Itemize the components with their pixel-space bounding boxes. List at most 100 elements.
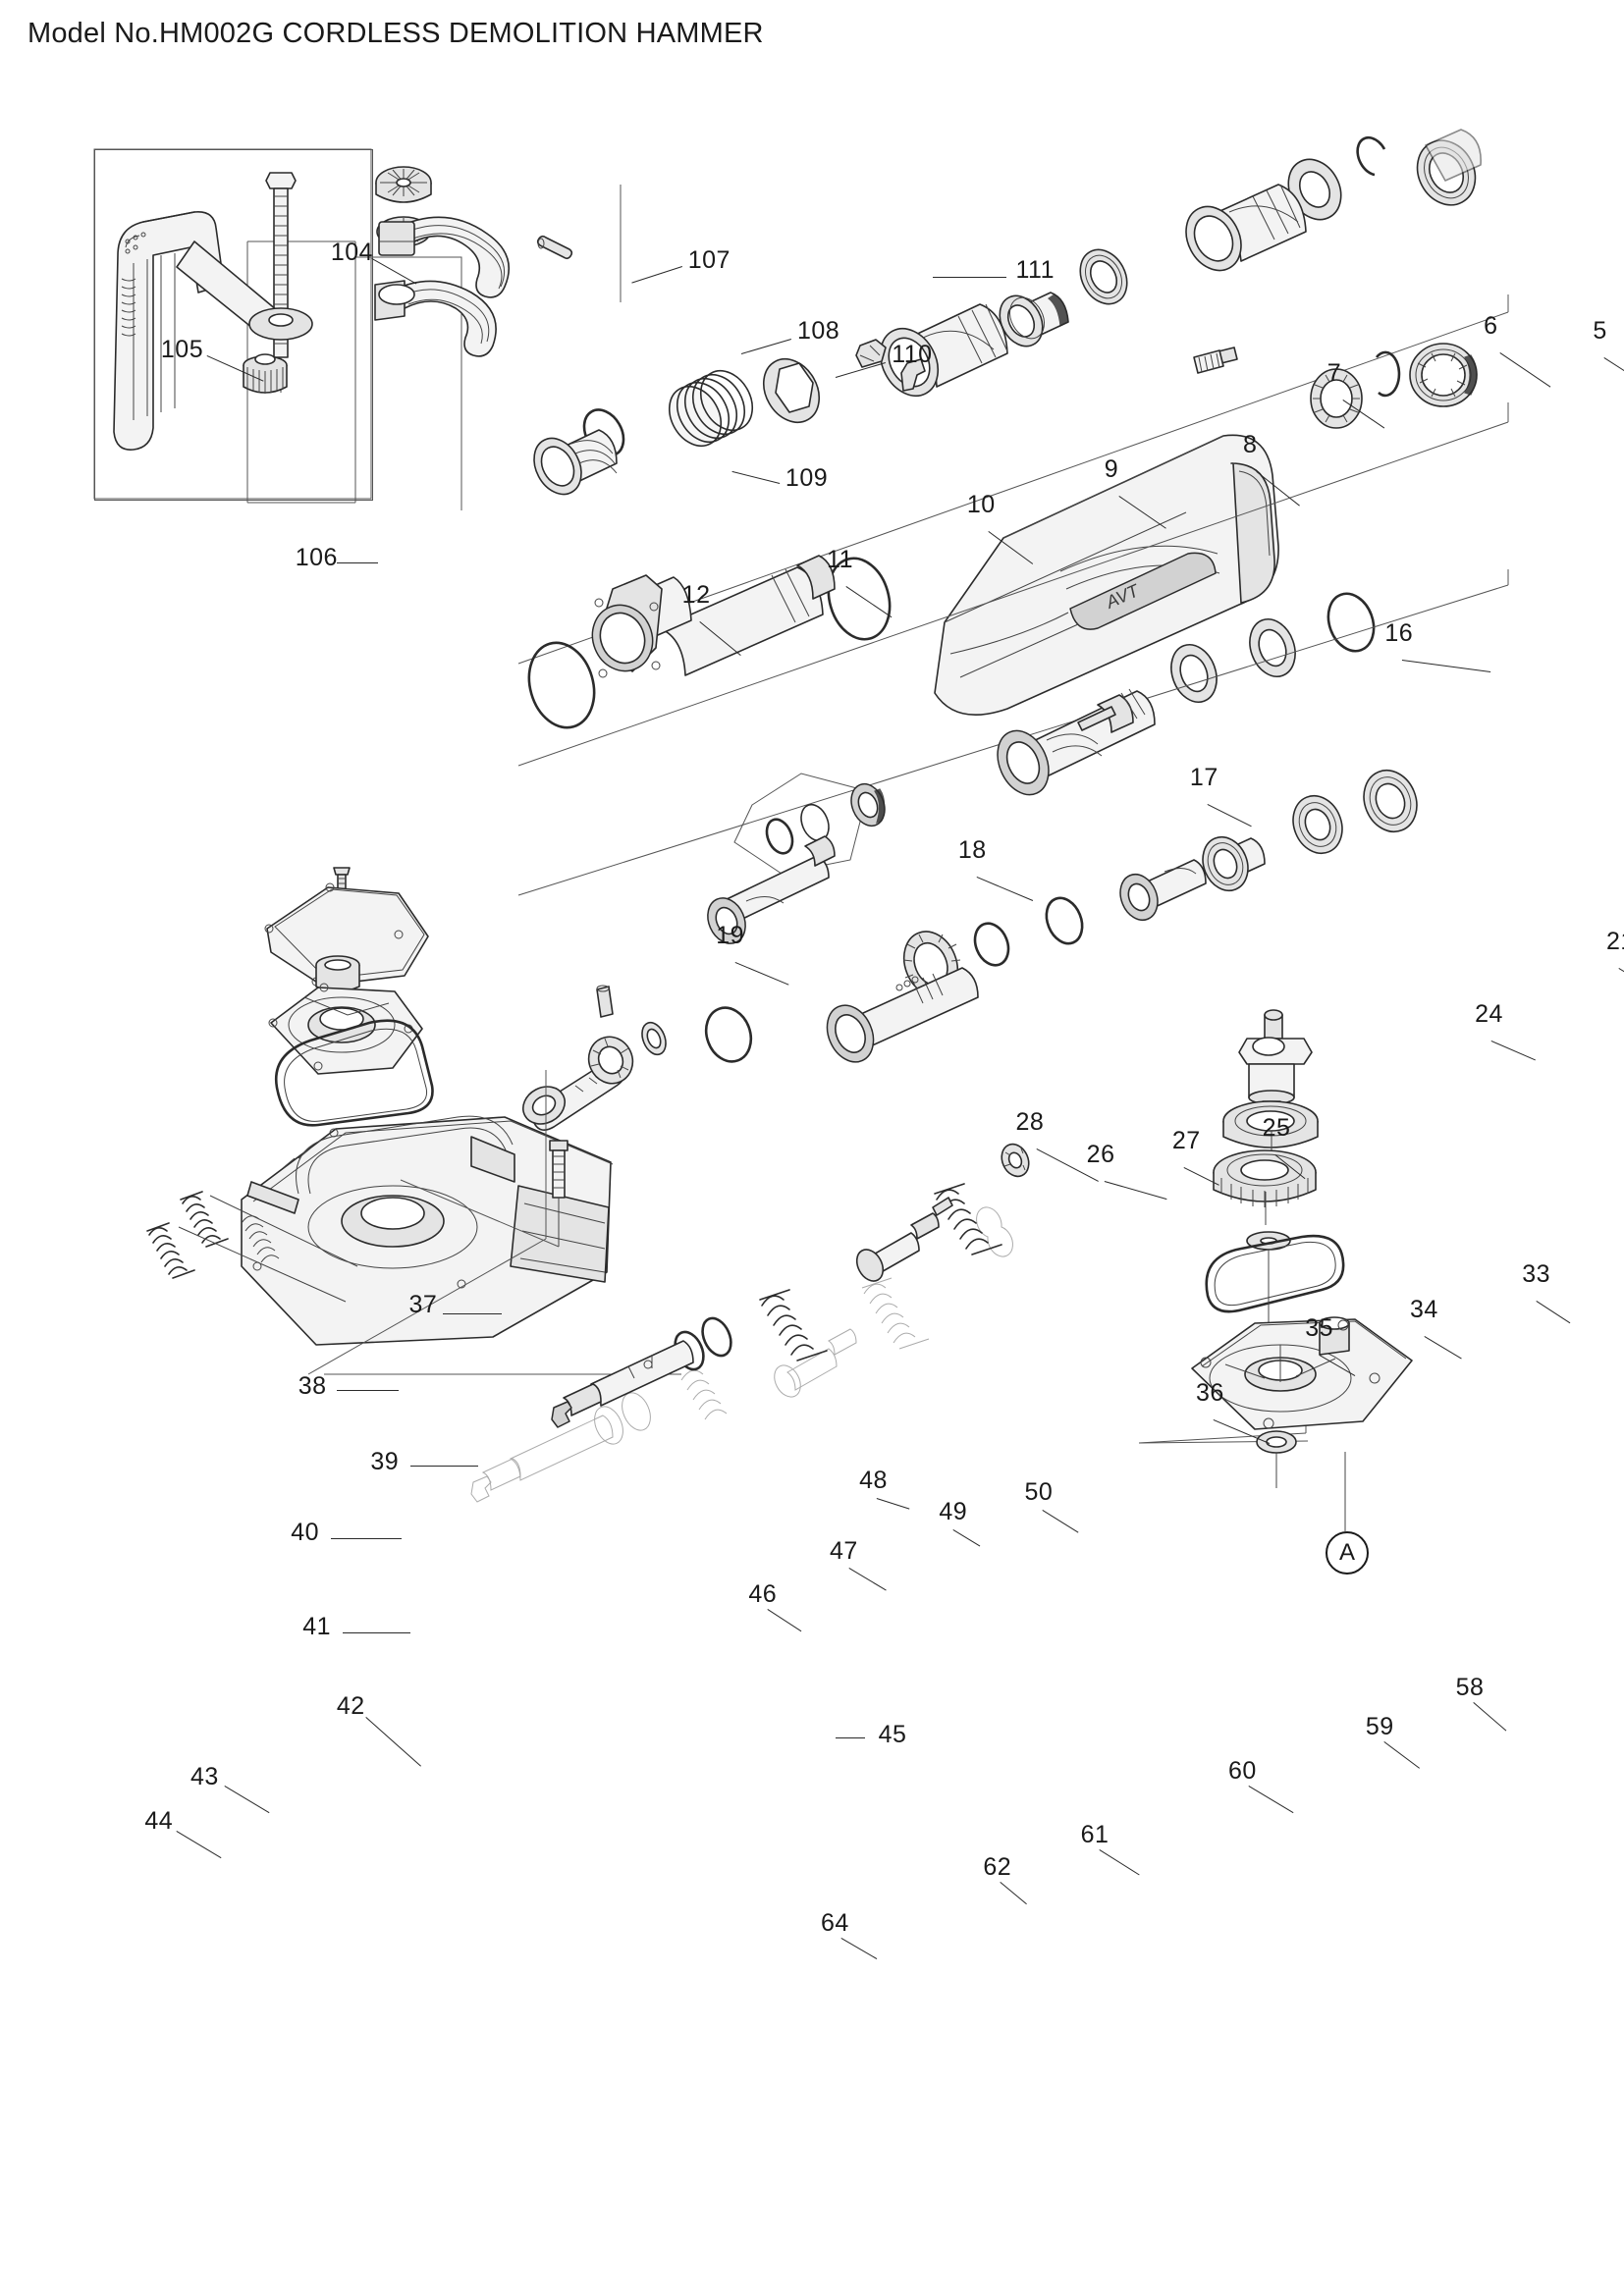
part-110-pin: [536, 235, 573, 260]
part-46-connecting-rod: [522, 1060, 625, 1131]
reference-circle-a: A: [1326, 1531, 1369, 1575]
part-34-o-ring: [973, 922, 1010, 967]
leader-line-106: [336, 561, 378, 563]
part-107-toothed-washer: [375, 166, 432, 247]
part-7-barrel: [879, 303, 1008, 398]
phantom-rod-assembly: [470, 1206, 1013, 1503]
part-23-o-ring: [1326, 592, 1376, 653]
leader-line-64: [840, 1938, 878, 1960]
leader-line-37: [443, 1313, 503, 1315]
part-number-10: 10: [966, 491, 996, 519]
leader-line-111: [933, 276, 1007, 278]
part-number-19: 19: [716, 922, 745, 950]
leader-line-47: [848, 1567, 887, 1591]
part-number-37: 37: [408, 1291, 438, 1319]
part-41-gasket: [274, 1019, 434, 1127]
part-number-35: 35: [1305, 1314, 1334, 1343]
leader-line-110: [835, 361, 887, 378]
part-number-25: 25: [1262, 1113, 1291, 1142]
part-38-cover: [264, 882, 429, 987]
part-4-chuck-sleeve: [1185, 184, 1307, 272]
leader-line-19: [734, 962, 788, 986]
leader-line-44: [176, 1830, 222, 1858]
leader-line-35: [1319, 1355, 1356, 1377]
part-36-cylinder-sleeve: [826, 967, 979, 1063]
part-number-46: 46: [748, 1579, 778, 1608]
part-59-spring: [934, 1183, 1002, 1255]
part-number-104: 104: [330, 239, 374, 267]
leader-line-62: [1000, 1882, 1028, 1905]
part-number-26: 26: [1086, 1140, 1115, 1168]
leader-line-10: [988, 531, 1034, 565]
part-13-bearing-retainer: [1409, 343, 1478, 407]
part-number-108: 108: [796, 316, 840, 345]
part-number-21: 21: [1605, 928, 1624, 956]
part-number-62: 62: [983, 1853, 1012, 1882]
leader-line-104: [371, 258, 417, 285]
leader-line-16: [1402, 660, 1491, 673]
part-31-bearing: [1202, 835, 1266, 892]
part-number-107: 107: [687, 245, 731, 274]
part-64-switch-rod: [551, 1340, 694, 1428]
part-number-38: 38: [298, 1371, 327, 1400]
part-44-spring: [146, 1222, 347, 1303]
part-number-59: 59: [1365, 1713, 1394, 1741]
svg-text:AVT: AVT: [1103, 580, 1144, 613]
part-3-washer: [1287, 158, 1342, 221]
part-9-oval-washer: [762, 358, 821, 423]
leader-line-9: [1118, 496, 1166, 530]
part-number-39: 39: [370, 1447, 400, 1475]
part-37-screw: [333, 867, 351, 897]
part-43-spring: [180, 1191, 358, 1267]
part-number-9: 9: [1104, 455, 1119, 484]
leader-line-8: [1255, 470, 1300, 507]
part-58-washer: [1001, 1143, 1030, 1178]
part-48-pin: [596, 985, 614, 1018]
part-number-40: 40: [291, 1518, 320, 1546]
part-47-crank-bearing: [587, 1036, 634, 1085]
part-108-clamp-upper: [378, 216, 511, 298]
part-number-61: 61: [1080, 1820, 1110, 1848]
part-spring-ghost: [241, 1215, 280, 1263]
leader-line-11: [845, 585, 893, 618]
leader-line-27: [1183, 1167, 1219, 1187]
leader-line-46: [767, 1608, 802, 1632]
part-56-gear-housing: [1191, 1316, 1413, 1430]
part-26-o-ring: [765, 818, 794, 855]
part-number-16: 16: [1384, 619, 1414, 648]
part-30-bearing: [1292, 794, 1343, 855]
part-19-o-ring: [527, 641, 596, 729]
part-20-washer: [1249, 618, 1296, 677]
part-number-109: 109: [785, 464, 829, 493]
part-53-gear: [1213, 1149, 1317, 1225]
part-33-o-ring: [1045, 896, 1084, 945]
part-number-111: 111: [1015, 256, 1056, 285]
part-10-coil-ring: [668, 370, 754, 447]
leader-line-45: [836, 1737, 866, 1739]
part-number-47: 47: [830, 1537, 858, 1566]
leader-line-42: [365, 1716, 421, 1767]
leader-line-48: [876, 1498, 910, 1510]
part-22-retaining-ring: [1375, 350, 1401, 398]
part-6-ring-set: [999, 292, 1069, 347]
part-number-42: 42: [336, 1692, 365, 1721]
part-29-bearing-outer: [1363, 769, 1418, 833]
part-number-5: 5: [1593, 316, 1607, 345]
part-number-6: 6: [1484, 312, 1498, 341]
part-62-o-rings: [674, 1316, 732, 1371]
part-number-28: 28: [1015, 1107, 1045, 1136]
leader-line-43: [224, 1786, 269, 1814]
part-number-49: 49: [939, 1497, 968, 1525]
leader-line-25: [1274, 1153, 1306, 1179]
part-12-sleeve: [533, 429, 618, 496]
part-1-cap: [1416, 129, 1482, 206]
part-number-7: 7: [1326, 359, 1342, 388]
part-number-34: 34: [1409, 1295, 1438, 1323]
part-11-o-ring: [582, 408, 625, 457]
part-45-bolt: [400, 1140, 568, 1248]
part-35-ratchet-ring: [902, 931, 961, 997]
leader-line-109: [731, 471, 781, 485]
part-number-50: 50: [1024, 1478, 1054, 1507]
part-number-12: 12: [681, 580, 711, 609]
